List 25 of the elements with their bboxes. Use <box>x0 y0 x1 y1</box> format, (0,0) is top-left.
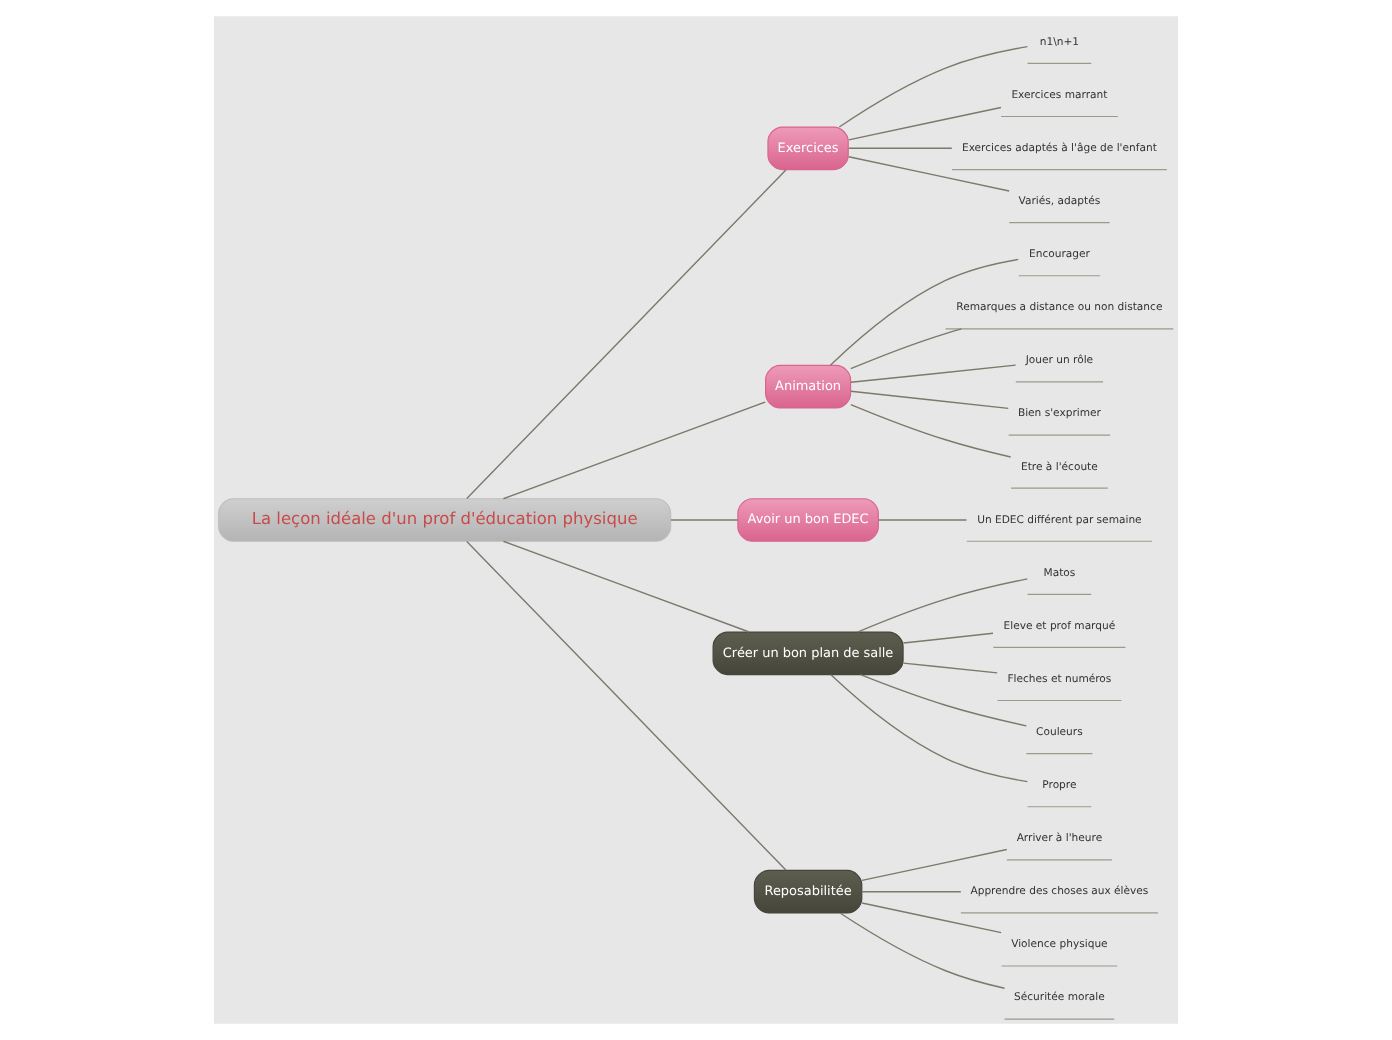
connector <box>877 519 968 521</box>
connector <box>670 519 739 521</box>
connector <box>848 106 1002 141</box>
connector <box>850 403 1012 458</box>
connector <box>848 156 1010 192</box>
connector <box>839 912 1006 989</box>
connector <box>502 540 750 633</box>
connector <box>850 364 1017 384</box>
connector <box>856 578 1028 633</box>
connector <box>850 390 1009 410</box>
connector <box>829 258 1019 367</box>
connector <box>850 328 963 370</box>
connector <box>848 147 953 150</box>
connector <box>902 632 994 644</box>
connector <box>861 902 1002 934</box>
connector <box>859 673 1028 727</box>
connector <box>861 890 962 893</box>
connector <box>830 674 1029 783</box>
connector <box>838 45 1029 128</box>
connector <box>861 848 1008 882</box>
connector <box>902 662 998 674</box>
connector <box>466 540 787 871</box>
node-box: La leçon idéale d'un prof d'éducation physique <box>218 498 672 542</box>
connector <box>502 401 766 500</box>
connector <box>466 169 787 500</box>
